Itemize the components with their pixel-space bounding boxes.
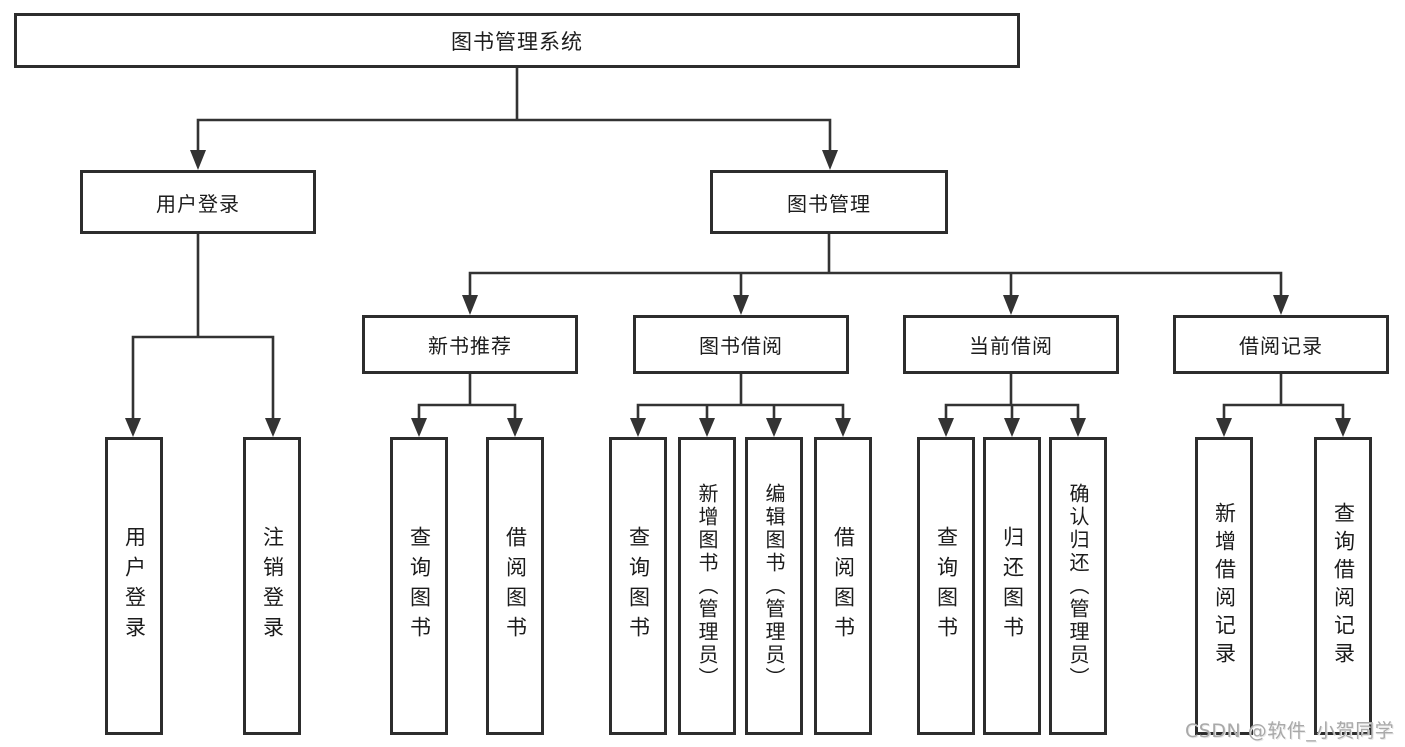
leaf-borrow-books-2-label: 借阅图书 (831, 526, 856, 646)
leaf-borrow-books-1-label: 借阅图书 (503, 526, 528, 646)
leaf-edit-books-admin: 编辑图书（管理员） (745, 437, 803, 735)
leaf-borrow-books-1: 借阅图书 (486, 437, 544, 735)
leaf-add-borrow-record-label: 新增借阅记录 (1212, 502, 1237, 670)
node-current-borrow: 当前借阅 (903, 315, 1119, 374)
node-new-book-recommend-label: 新书推荐 (428, 334, 512, 358)
leaf-logout-label: 注销登录 (260, 526, 285, 646)
leaf-return-books-label: 归还图书 (1000, 526, 1025, 646)
leaf-logout: 注销登录 (243, 437, 301, 735)
leaf-confirm-return-admin-label: 确认归还（管理员） (1066, 482, 1090, 690)
node-borrow-records-label: 借阅记录 (1239, 334, 1323, 358)
leaf-user-login-label: 用户登录 (122, 526, 147, 646)
leaf-add-borrow-record: 新增借阅记录 (1195, 437, 1253, 735)
leaf-return-books: 归还图书 (983, 437, 1041, 735)
leaf-add-books-admin: 新增图书（管理员） (678, 437, 736, 735)
leaf-borrow-books-2: 借阅图书 (814, 437, 872, 735)
leaf-query-books-1: 查询图书 (390, 437, 448, 735)
leaf-query-books-2-label: 查询图书 (626, 526, 651, 646)
node-current-borrow-label: 当前借阅 (969, 334, 1053, 358)
node-user-login: 用户登录 (80, 170, 316, 234)
leaf-query-books-2: 查询图书 (609, 437, 667, 735)
leaf-confirm-return-admin: 确认归还（管理员） (1049, 437, 1107, 735)
node-book-borrow: 图书借阅 (633, 315, 849, 374)
node-book-borrow-label: 图书借阅 (699, 334, 783, 358)
csdn-watermark: CSDN @软件_小贺同学 (1185, 720, 1395, 742)
arrowheads (125, 150, 1351, 437)
node-user-login-label: 用户登录 (156, 191, 240, 216)
node-book-management: 图书管理 (710, 170, 948, 234)
leaf-query-books-1-label: 查询图书 (407, 526, 432, 646)
leaf-add-books-admin-label: 新增图书（管理员） (695, 482, 719, 690)
leaf-query-books-3-label: 查询图书 (934, 526, 959, 646)
node-new-book-recommend: 新书推荐 (362, 315, 578, 374)
node-book-management-label: 图书管理 (787, 191, 871, 216)
leaf-query-borrow-record: 查询借阅记录 (1314, 437, 1372, 735)
node-root-label: 图书管理系统 (451, 29, 583, 54)
node-borrow-records: 借阅记录 (1173, 315, 1389, 374)
leaf-query-books-3: 查询图书 (917, 437, 975, 735)
node-root: 图书管理系统 (14, 13, 1020, 68)
leaf-edit-books-admin-label: 编辑图书（管理员） (762, 482, 786, 690)
leaf-query-borrow-record-label: 查询借阅记录 (1331, 502, 1356, 670)
leaf-user-login: 用户登录 (105, 437, 163, 735)
